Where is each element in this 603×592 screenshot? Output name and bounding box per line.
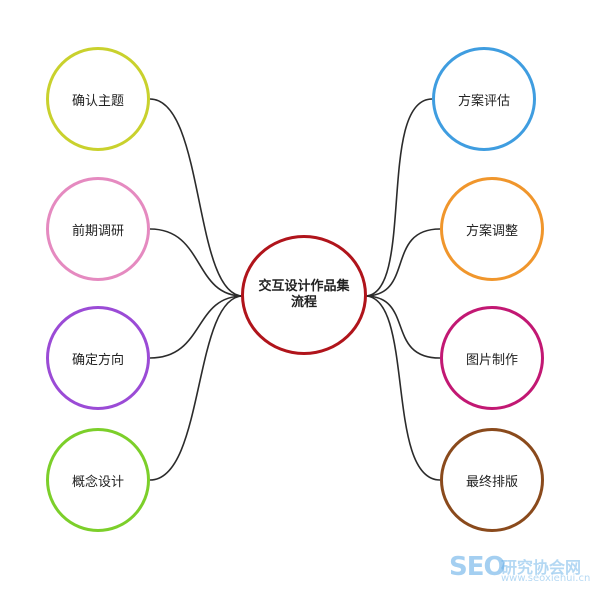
node-plan-evaluation: 方案评估 xyxy=(432,47,536,151)
node-plan-adjustment: 方案调整 xyxy=(440,177,544,281)
node-label: 概念设计 xyxy=(71,474,124,490)
connector-line xyxy=(364,295,441,359)
node-image-production: 图片制作 xyxy=(440,306,544,410)
watermark-brand: SEO xyxy=(449,552,506,582)
connector-line xyxy=(364,228,441,297)
center-node: 交互设计作品集流程 xyxy=(241,235,367,355)
node-label: 方案调整 xyxy=(465,223,518,239)
node-label: 图片制作 xyxy=(465,352,518,368)
connector-line xyxy=(364,295,441,481)
node-label: 确认主题 xyxy=(71,93,124,109)
node-concept-design: 概念设计 xyxy=(46,428,150,532)
node-confirm-topic: 确认主题 xyxy=(46,47,150,151)
node-label: 前期调研 xyxy=(71,223,124,239)
connector-line xyxy=(149,228,244,297)
watermark-logo: SEO 研究协会网 www.seoxiehui.cn xyxy=(449,552,599,586)
node-label: 最终排版 xyxy=(465,474,518,490)
connector-line xyxy=(364,98,433,297)
node-early-research: 前期调研 xyxy=(46,177,150,281)
watermark-name: 研究协会网 xyxy=(501,558,582,577)
center-node-label: 交互设计作品集流程 xyxy=(258,279,350,310)
watermark-url: www.seoxiehui.cn xyxy=(501,573,591,584)
node-final-layout: 最终排版 xyxy=(440,428,544,532)
node-label: 确定方向 xyxy=(71,352,124,368)
connector-line xyxy=(149,98,244,297)
node-label: 方案评估 xyxy=(457,93,510,109)
connector-line xyxy=(149,295,244,359)
connector-line xyxy=(149,295,244,481)
node-set-direction: 确定方向 xyxy=(46,306,150,410)
